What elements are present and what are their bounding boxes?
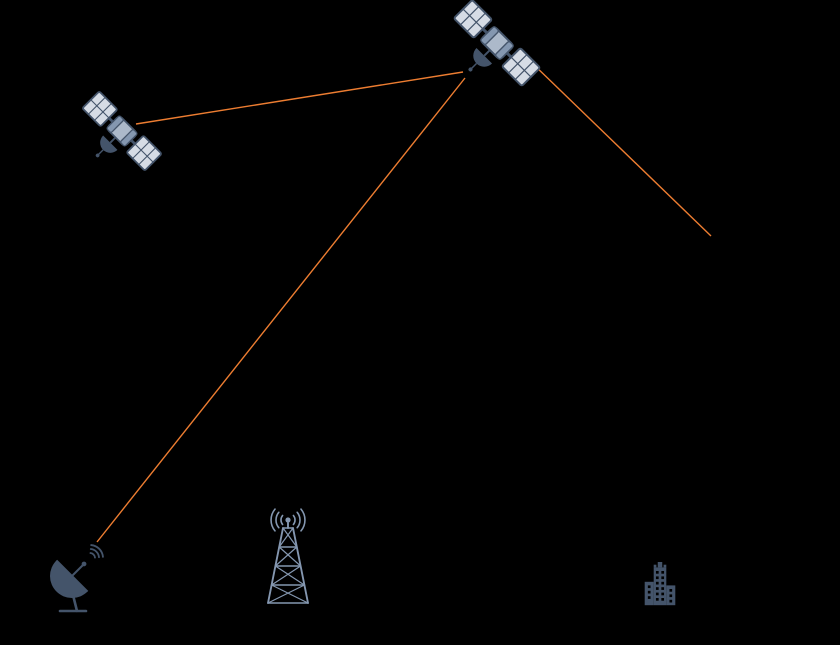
satellite-secondary-icon bbox=[63, 89, 164, 190]
link-satellite-to-ground-dish bbox=[96, 77, 466, 543]
building-icon bbox=[644, 562, 676, 606]
radio-tower-icon bbox=[267, 508, 309, 604]
link-satellite-downlink-right bbox=[530, 61, 712, 237]
satellite-primary-icon bbox=[433, 0, 542, 107]
ground-dish-icon bbox=[39, 541, 107, 613]
diagram-nodes bbox=[39, 0, 676, 613]
link-satellite-to-satellite bbox=[135, 71, 464, 125]
communication-links bbox=[96, 61, 712, 543]
